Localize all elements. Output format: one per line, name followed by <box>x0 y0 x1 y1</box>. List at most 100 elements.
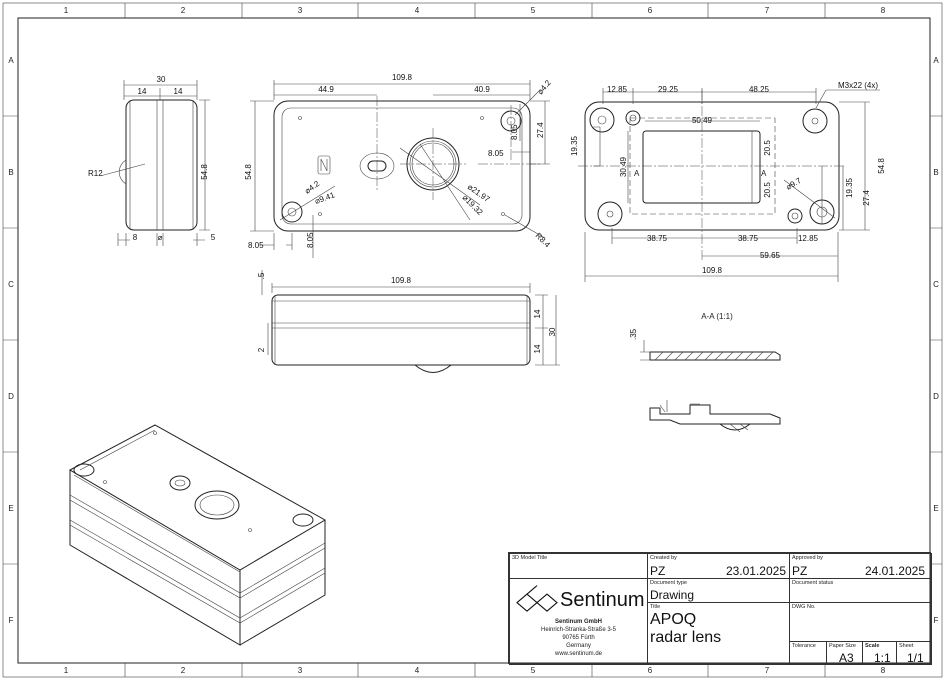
dimension-label: M3x22 (4x) <box>838 81 878 90</box>
dimension-label: ⌀4.2 <box>536 78 553 96</box>
dimension-label: 3 <box>298 666 303 675</box>
dimension-label: ⌀9.41 <box>314 190 337 206</box>
dimension-label: 54.8 <box>200 164 209 180</box>
created-by: PZ <box>650 564 666 578</box>
inner-border <box>17 17 931 664</box>
sentinum-logo-icon <box>516 585 558 612</box>
created-date: 23.01.2025 <box>725 564 786 578</box>
document-type: Drawing <box>650 588 695 602</box>
dimension-label: 27.4 <box>536 122 545 138</box>
dimension-label: 29.25 <box>658 85 679 94</box>
dimension-label: 4 <box>415 6 420 15</box>
column-labels-top: 1 2 3 4 5 6 7 8 <box>64 6 886 15</box>
dimension-label: 14 <box>533 344 542 353</box>
dimension-label: A <box>634 169 640 178</box>
dimension-label: 20.5 <box>763 140 772 156</box>
dimension-label: 54.8 <box>244 164 253 180</box>
dimension-label: 40.9 <box>474 85 490 94</box>
dimension-label: D <box>8 392 14 401</box>
dimension-label: ⌀4.2 <box>303 179 322 196</box>
logo-text: Sentinum <box>560 589 645 611</box>
dimension-label: E <box>933 504 938 513</box>
scale-cell: Scale 1:1 <box>862 641 897 665</box>
company-cell: Sentinum Sentinum GmbH Heinrich-Stranka-… <box>509 578 648 665</box>
dimension-label: D <box>933 392 939 401</box>
dimension-label: 54.8 <box>877 158 886 174</box>
dimension-label: A <box>933 56 939 65</box>
isometric-view <box>68 424 327 646</box>
company-country: Germany <box>566 643 591 649</box>
dimension-label: .35 <box>629 328 638 340</box>
approved-by-cell: Approved by PZ 24.01.2025 <box>789 553 932 579</box>
dimension-label: 2 <box>181 666 186 675</box>
sheet-cell: Sheet 1/1 <box>896 641 932 665</box>
paper-size: A3 <box>839 651 854 665</box>
dimension-label: 2 <box>257 347 266 352</box>
grid-ticks <box>3 3 942 677</box>
bottom-view: 12.85 29.25 48.25 M3x22 (4x) 50.49 19.35… <box>570 81 886 282</box>
dimension-label: A-A (1:1) <box>701 312 733 321</box>
dimension-label: 30 <box>548 327 557 336</box>
company-city: 90765 Fürth <box>562 635 595 641</box>
dimension-label: 8.05 <box>248 241 264 250</box>
dimension-label: F <box>934 616 939 625</box>
column-labels-bottom: 1 2 3 4 5 6 7 8 <box>64 666 886 675</box>
title-block: 3D Model Title Created by PZ 23.01.2025 … <box>508 552 932 665</box>
dimension-label: 27.4 <box>862 190 871 206</box>
company-website[interactable]: www.sentinum.de <box>554 651 603 657</box>
row-labels-left: A B C D E F <box>8 56 14 625</box>
section-a-a: A-A (1:1) .35 <box>629 312 781 433</box>
dimension-label: 5 <box>531 666 536 675</box>
dimension-label: 19.35 <box>570 135 579 156</box>
dimension-label: 30 <box>157 75 166 84</box>
dimension-label: E <box>8 504 13 513</box>
dimension-label: 5 <box>211 233 216 242</box>
tolerance-cell: Tolerance <box>789 641 827 665</box>
dimension-label: 48.25 <box>749 85 770 94</box>
document-type-cell: Document type Drawing <box>647 578 790 603</box>
dimension-label: 8 <box>881 666 886 675</box>
dimension-label: 38.75 <box>738 234 759 243</box>
dimension-label: A <box>8 56 14 65</box>
dimension-label: 6 <box>648 666 653 675</box>
approved-by: PZ <box>792 564 808 578</box>
dimension-label: 8 <box>881 6 886 15</box>
dimension-label: C <box>933 280 939 289</box>
dimension-label: ⌀ <box>158 233 163 242</box>
model-title-cell: 3D Model Title <box>509 553 648 579</box>
dimension-label: 8.05 <box>510 124 519 140</box>
dimension-label: 8 <box>133 233 138 242</box>
dimension-label: B <box>8 168 13 177</box>
side-view: 30 14 14 R12 54.8 8 ⌀ 5 <box>88 75 216 246</box>
dimension-label: 44.9 <box>318 85 334 94</box>
dimension-label: 7 <box>765 6 770 15</box>
dimension-label: R12 <box>88 169 103 178</box>
dimension-label: R8.4 <box>534 231 553 250</box>
dimension-label: 5 <box>531 6 536 15</box>
dimension-label: .5 <box>257 272 266 279</box>
row-labels-right: A B C D E F <box>933 56 939 625</box>
dimension-label: F <box>9 616 14 625</box>
dimension-label: 109.8 <box>702 266 723 275</box>
company-street: Heinrich-Stranka-Straße 3-5 <box>540 627 617 633</box>
drawing-title-line2: radar lens <box>650 629 722 646</box>
dimension-label: 8.05 <box>306 232 315 248</box>
dimension-label: 7 <box>765 666 770 675</box>
company-name: Sentinum GmbH <box>554 619 602 625</box>
dimension-label: ⌀9.7 <box>785 176 804 192</box>
dwg-no-cell: DWG No. <box>789 602 932 642</box>
dimension-label: 12.85 <box>607 85 628 94</box>
title-cell: Title APOQ radar lens <box>647 602 790 665</box>
dimension-label: A <box>761 169 767 178</box>
drawing-title-line1: APOQ <box>650 611 697 628</box>
dimension-label: 8.05 <box>488 149 504 158</box>
dimension-label: 6 <box>648 6 653 15</box>
dimension-label: 4 <box>415 666 420 675</box>
dimension-label: 20.5 <box>763 182 772 198</box>
approved-date: 24.01.2025 <box>864 564 925 578</box>
dimension-label: 14 <box>174 87 183 96</box>
dimension-label: 14 <box>533 309 542 318</box>
front-view: 109.8 .5 2 14 14 30 <box>257 270 560 373</box>
scale: 1:1 <box>874 651 891 665</box>
